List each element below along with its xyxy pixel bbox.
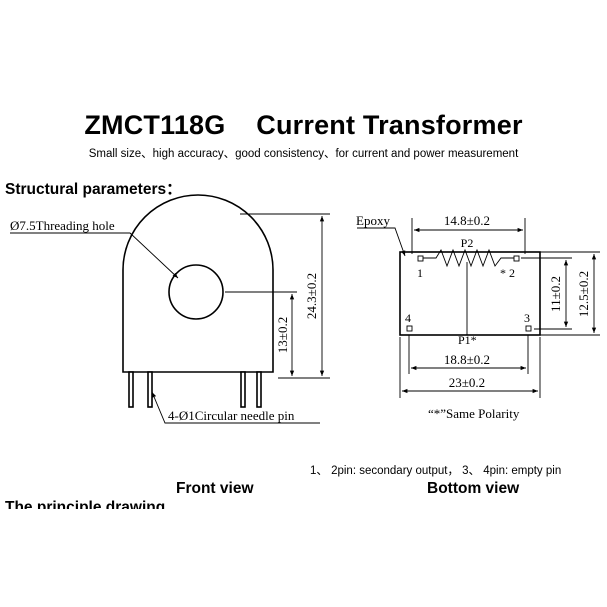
pin4-marker	[406, 325, 413, 332]
page-subtitle: Small size、high accuracy、good consistenc…	[88, 148, 519, 160]
pin-leader-line	[151, 391, 320, 424]
pin4-label: 4	[405, 311, 411, 325]
bottom-body-outline	[399, 251, 541, 336]
epoxy-label: Epoxy	[356, 213, 390, 228]
next-section-cut-text: The principle drawing…	[5, 500, 181, 509]
p1-label: P1*	[458, 333, 477, 347]
front-pin-right-2	[256, 371, 262, 408]
bottom-view-label: Bottom view	[427, 480, 520, 497]
dim-label-24-3: 24.3±0.2	[304, 273, 319, 319]
polarity-note: “*”Same Polarity	[428, 406, 520, 421]
threading-hole	[168, 264, 224, 320]
dim-label-23: 23±0.2	[449, 375, 485, 390]
dim-label-14-8: 14.8±0.2	[444, 213, 490, 228]
front-pin-right-1	[240, 371, 246, 408]
front-view-label: Front view	[176, 480, 254, 497]
pin2-marker	[513, 255, 520, 262]
pin-note: 1、 2pin: secondary output， 3、 4pin: empt…	[310, 465, 562, 477]
winding-coil	[423, 248, 514, 268]
bottom-view-drawing	[399, 251, 541, 336]
p2-label: P2	[461, 236, 474, 250]
pin1-label: 1	[417, 266, 423, 280]
dim-label-11: 11±0.2	[548, 276, 563, 312]
pin2-label: * 2	[500, 266, 515, 280]
epoxy-leader-line	[357, 227, 406, 257]
hole-label: Ø7.5Threading hole	[10, 218, 115, 233]
front-pin-left-2	[147, 371, 153, 408]
page-title: ZMCT118G Current Transformer	[84, 110, 523, 140]
front-body-outline	[122, 194, 274, 373]
pin3-marker	[525, 325, 532, 332]
section-title-structural: Structural parameters：	[5, 181, 182, 198]
dim-label-12-5: 12.5±0.2	[576, 271, 591, 317]
dim-label-13: 13±0.2	[275, 317, 290, 353]
front-pin-left-1	[128, 371, 134, 408]
pin3-label: 3	[524, 311, 530, 325]
front-view-drawing	[122, 194, 274, 408]
pin-label: 4-Ø1Circular needle pin	[168, 408, 295, 423]
hole-leader-line	[10, 232, 179, 279]
pin1-marker	[417, 255, 424, 262]
dim-label-18-8: 18.8±0.2	[444, 352, 490, 367]
